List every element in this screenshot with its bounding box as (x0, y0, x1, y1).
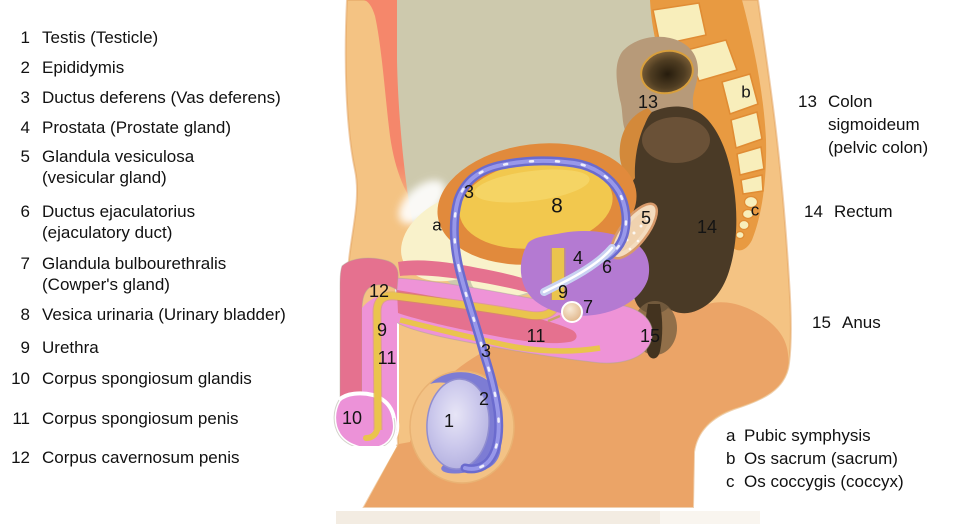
legend-label: Corpus cavernosum penis (42, 448, 240, 467)
legend-num: 5 (20, 147, 30, 166)
marker-urethra-pelvic: 9 (557, 282, 569, 302)
urethra-main (373, 251, 562, 431)
legend-num: 9 (20, 338, 30, 357)
legend-item-1: 1 Testis (Testicle) (0, 27, 159, 48)
testis-shape (426, 378, 490, 470)
legend-key: c (726, 472, 735, 491)
legend-label: Ductus ejaculatorius (42, 202, 196, 221)
legend-num: 3 (20, 88, 30, 107)
legend-label: Pubic symphysis (744, 426, 871, 445)
legend-item-11: 11 Corpus spongiosum penis (0, 408, 239, 429)
corpus-cavernosum-rim (398, 260, 544, 296)
legend-label-line2: (ejaculatory duct) (42, 223, 173, 242)
background-wedge (336, 446, 397, 508)
marker-cavernosum: 12 (368, 281, 390, 301)
legend-label: Vesica urinaria (Urinary bladder) (42, 305, 286, 324)
legend-num: 11 (12, 409, 30, 428)
cowper-gland-shape (547, 301, 583, 323)
legend-item-3: 3 Ductus deferens (Vas deferens) (0, 87, 281, 108)
legend-label: Corpus spongiosum glandis (42, 369, 252, 388)
legend-item-7: 7 Glandula bulbourethralis (Cowper's gland… (0, 253, 227, 295)
marker-urethra-shaft: 9 (376, 320, 388, 340)
legend-item-4: 4 Prostata (Prostate gland) (0, 117, 231, 138)
legend-item-2: 2 Epididymis (0, 57, 125, 78)
marker-sacrum: b (741, 82, 751, 102)
marker-prostate: 4 (572, 248, 584, 268)
legend-num: 4 (20, 118, 30, 137)
legend-num: 7 (20, 254, 30, 273)
legend-label-line2: sigmoideum (828, 115, 920, 134)
legend-num: 8 (20, 305, 30, 324)
legend-item-c: c Os coccygis (coccyx) (726, 470, 904, 493)
legend-label: Colon (828, 92, 873, 111)
legend-item-5: 5 Glandula vesiculosa (vesicular gland) (0, 146, 195, 188)
marker-vesicular-gland: 5 (640, 208, 652, 228)
legend-num: 10 (11, 369, 30, 388)
marker-cowper-gland: 7 (582, 297, 594, 317)
legend-num: 6 (20, 202, 30, 221)
rectum-shape (625, 106, 737, 314)
legend-num: 12 (11, 448, 30, 467)
urethra-glans-tip (363, 395, 381, 441)
legend-letters: a Pubic symphysis b Os sacrum (sacrum) c Os… (726, 424, 904, 493)
legend-label-line3: (pelvic colon) (828, 138, 929, 157)
legend-item-a: a Pubic symphysis (726, 424, 904, 447)
legend-label: Glandula vesiculosa (42, 147, 195, 166)
legend-item-6: 6 Ductus ejaculatorius (ejaculatory duct) (0, 201, 196, 243)
marker-coccyx: c (750, 200, 760, 220)
pubic-highlight (398, 180, 446, 224)
legend-num: 13 (798, 92, 817, 111)
marker-vas-deferens-top: 3 (463, 182, 475, 202)
marker-spongiosum-shaft: 11 (377, 348, 397, 368)
legend-label: Testis (Testicle) (42, 28, 159, 47)
legend-label: Prostata (Prostate gland) (42, 118, 231, 137)
legend-label: Rectum (834, 202, 893, 221)
marker-bladder: 8 (551, 194, 563, 218)
marker-epididymis: 2 (478, 389, 490, 409)
marker-glans: 10 (341, 408, 363, 428)
base-strip (336, 511, 760, 524)
legend-item-9: 9 Urethra (0, 337, 99, 358)
urethra-lower (399, 317, 601, 354)
legend-num: 2 (20, 58, 30, 77)
legend-label: Corpus spongiosum penis (42, 409, 239, 428)
marker-pubic-symphysis: a (432, 215, 442, 235)
legend-label: Epididymis (42, 58, 125, 77)
marker-vas-deferens-low: 3 (480, 341, 492, 361)
marker-ejaculatory-duct: 6 (601, 257, 613, 277)
legend-item-15: 15 Anus (812, 311, 881, 334)
legend-item-13: 13 Colon sigmoideum (pelvic colon) (798, 90, 928, 159)
base-strip-light (660, 511, 760, 524)
legend-item-10: 10 Corpus spongiosum glandis (0, 368, 252, 389)
legend-item-b: b Os sacrum (sacrum) (726, 447, 904, 470)
legend-item-8: 8 Vesica urinaria (Urinary bladder) (0, 304, 286, 325)
legend-key: a (726, 426, 736, 445)
legend-label-line2: (Cowper's gland) (42, 275, 170, 294)
marker-spongiosum-root: 11 (526, 326, 546, 346)
legend-label: Ductus deferens (Vas deferens) (42, 88, 281, 107)
legend-item-12: 12 Corpus cavernosum penis (0, 447, 239, 468)
legend-num: 14 (804, 202, 823, 221)
legend-label: Anus (842, 313, 881, 332)
legend-num: 1 (20, 28, 30, 47)
legend-num: 15 (812, 313, 831, 332)
legend-key: b (726, 449, 736, 468)
legend-label: Glandula bulbourethralis (42, 254, 227, 273)
marker-rectum: 14 (696, 217, 718, 237)
legend-label: Os coccygis (coccyx) (744, 472, 904, 491)
marker-colon: 13 (637, 92, 659, 112)
legend-label-line2: (vesicular gland) (42, 168, 167, 187)
legend-label: Urethra (42, 338, 99, 357)
vas-deferens-shape (449, 156, 631, 474)
legend-label: Os sacrum (sacrum) (744, 449, 898, 468)
legend-item-14: 14 Rectum (804, 200, 893, 223)
marker-anus: 15 (639, 326, 661, 346)
marker-testis: 1 (443, 411, 455, 431)
coccyx-bones (735, 195, 759, 240)
